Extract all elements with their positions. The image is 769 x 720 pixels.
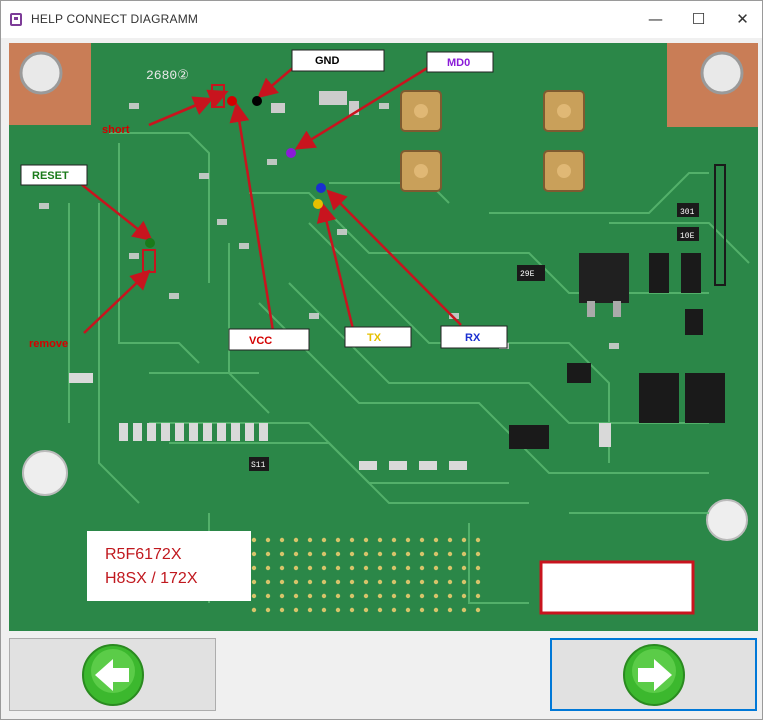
label-gnd: GND: [291, 49, 385, 72]
label-short: short: [102, 124, 130, 136]
app-icon: [10, 13, 22, 26]
window-title: HELP CONNECT DIAGRAMM: [31, 12, 199, 26]
maximize-button[interactable]: ☐: [691, 10, 706, 28]
mount-hole-right: [706, 499, 748, 541]
empty-highlight-box: [539, 560, 695, 615]
md0-pin-dot: [286, 148, 296, 158]
chip-label-line1: R5F6172X: [105, 546, 182, 563]
label-remove: remove: [29, 338, 68, 350]
svg-text:VCC: VCC: [249, 335, 272, 347]
label-tx: TX: [344, 326, 412, 348]
rx-pin-dot: [316, 183, 326, 193]
silk-label-s11: S11: [251, 461, 266, 470]
svg-text:TX: TX: [367, 332, 382, 344]
pad-grid: [249, 533, 489, 613]
label-md0: MD0: [426, 51, 494, 73]
arrow-right-icon: [622, 643, 685, 706]
copper-corner-top-left: [9, 43, 91, 125]
mount-hole-left: [22, 450, 68, 496]
label-rx: RX: [440, 325, 508, 349]
silk-label-301: 301: [680, 208, 695, 217]
svg-text:RX: RX: [465, 332, 481, 344]
navigation-footer: [1, 633, 762, 719]
board-part-number: 2680②: [146, 68, 189, 83]
svg-text:MD0: MD0: [447, 57, 470, 69]
svg-text:GND: GND: [315, 55, 340, 67]
connection-diagram: 2680② 301 10E 29E S11 R5F6172X H8SX / 17…: [9, 43, 758, 631]
reset-pin-dot: [145, 238, 155, 248]
label-reset: RESET: [20, 164, 88, 186]
arrow-left-icon: [81, 643, 144, 706]
tx-pin-dot: [313, 199, 323, 209]
vcc-pin-dot: [227, 96, 237, 106]
chip-label-line2: H8SX / 172X: [105, 570, 198, 587]
svg-text:RESET: RESET: [32, 170, 69, 182]
connection-arrows: [80, 65, 462, 334]
gnd-pin-dot: [252, 96, 262, 106]
close-button[interactable]: ✕: [736, 10, 749, 28]
label-vcc: VCC: [228, 328, 310, 351]
next-button[interactable]: [550, 638, 757, 711]
silk-label-10e: 10E: [680, 232, 695, 241]
pcb-board-image: 2680② 301 10E 29E S11 R5F6172X H8SX / 17…: [9, 43, 758, 631]
silk-label-29e: 29E: [520, 270, 535, 279]
chip-label-box: [87, 531, 251, 601]
copper-corner-top-right: [667, 43, 758, 127]
minimize-button[interactable]: —: [648, 10, 663, 28]
title-bar: HELP CONNECT DIAGRAMM — ☐ ✕: [1, 1, 762, 38]
back-button[interactable]: [9, 638, 216, 711]
resistor-array: [69, 373, 611, 470]
smd-components: [249, 91, 726, 471]
